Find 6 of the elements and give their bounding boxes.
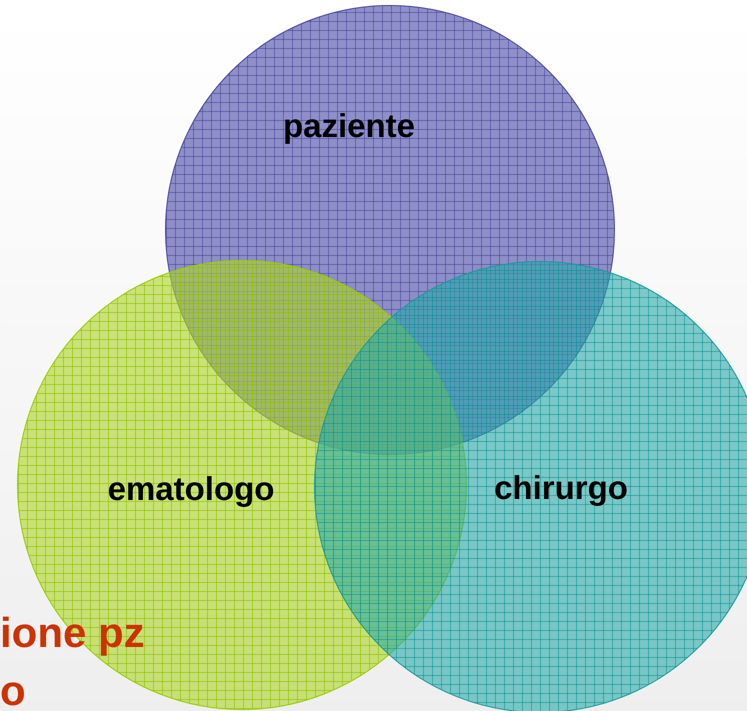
- circle-label: ematologo: [108, 470, 274, 508]
- circle-label: chirurgo: [494, 469, 628, 507]
- venn-circle: [165, 5, 615, 455]
- venn-circle: [314, 261, 747, 711]
- slide-text: o: [0, 670, 26, 711]
- circle-label: paziente: [282, 107, 416, 145]
